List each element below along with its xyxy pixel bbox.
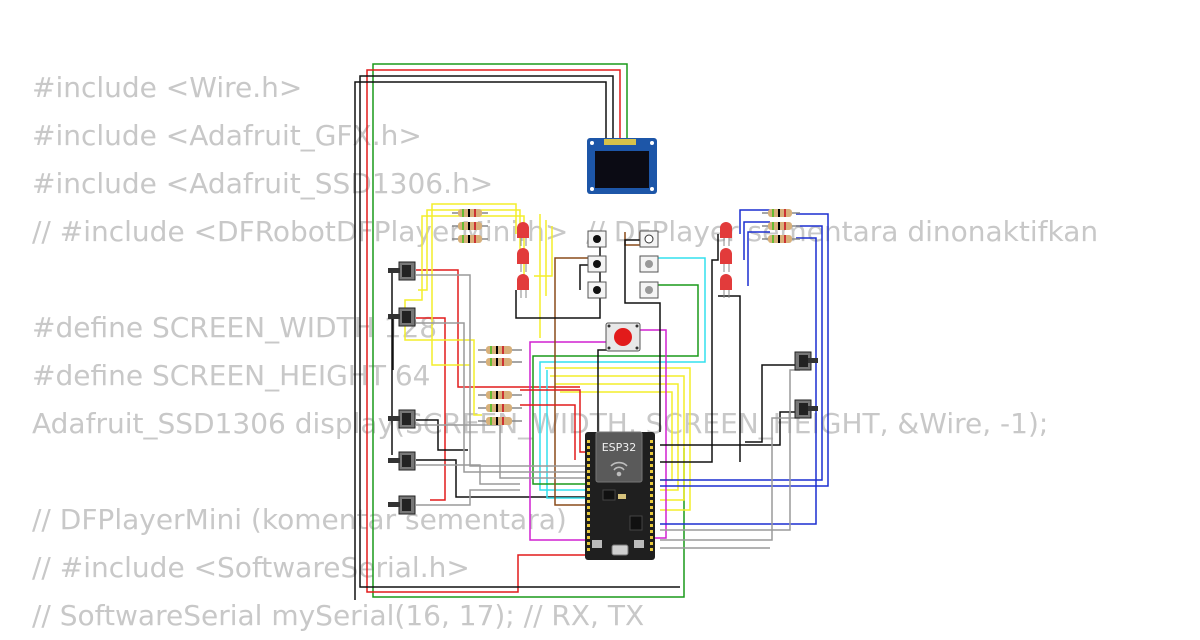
wire-gray [416,322,588,473]
code-line: #include <Adafruit_GFX.h> [32,119,422,152]
push-buttons[interactable] [587,230,659,352]
esp32-label: ESP32 [602,441,637,454]
wire-gray [416,424,588,479]
code-line: // SoftwareSerial mySerial(16, 17); // R… [32,599,645,632]
wire-black [354,81,607,600]
wire-red [416,269,580,388]
wires [354,63,829,600]
wire-black [718,295,741,462]
resistor [478,404,522,412]
wire-gray [660,417,800,541]
push-button[interactable] [587,230,607,248]
led-red [517,274,529,298]
code-line: #include <Adafruit_SSD1306.h> [32,167,494,200]
wire-cyan [539,257,706,491]
wire-gray [416,464,520,485]
resistor [452,222,488,230]
push-button[interactable] [639,230,659,248]
wire-black [416,419,468,451]
wire-blue [660,237,817,525]
led-red [720,222,732,246]
wire-black [416,459,586,498]
wire-black [660,411,796,446]
resistor [762,222,800,230]
wire-red [416,317,446,501]
push-button[interactable] [587,281,607,299]
code-line: #include <Wire.h> [32,71,303,104]
resistor [762,209,800,217]
resistor [452,235,488,243]
wire-black [624,239,661,432]
wire-blue [743,221,770,260]
slide-switch[interactable] [388,495,416,515]
wire-red [520,404,576,460]
code-line: #define SCREEN_WIDTH 128 [32,311,438,344]
resistor [762,235,800,243]
slide-switch[interactable] [388,307,416,327]
wire-yellow [534,226,553,277]
slide-switch[interactable] [388,261,416,281]
resistors [452,209,800,425]
wire-yellow [404,215,525,416]
wire-gray [660,369,800,531]
push-button[interactable] [639,255,659,273]
slide-switch[interactable] [794,351,818,371]
wire-yellow [545,367,691,511]
slide-switch[interactable] [794,399,818,419]
led-red [720,274,732,298]
resistor [478,391,522,399]
pin-header-right [650,440,653,551]
wire-gray [416,489,520,506]
slide-switch[interactable] [388,409,416,429]
wire-green [532,284,699,485]
resistor [452,209,488,217]
led-red [720,248,732,272]
wire-gray [416,274,588,467]
wire-yellow [550,375,685,501]
wire-blue [660,213,829,487]
resistor [478,417,522,425]
led-red [517,248,529,272]
wire-yellow [431,203,517,366]
resistor [478,358,522,366]
wire-black [745,364,796,443]
wire-blue [747,231,770,286]
slide-switches[interactable] [388,261,818,515]
wire-red [520,389,588,453]
wire-green [372,63,685,598]
wire-black [359,75,680,588]
push-button[interactable] [587,255,607,273]
leds [517,222,732,298]
code-line: // DFPlayerMini (komentar sementara) [32,503,567,536]
big-red-button[interactable] [605,322,641,352]
code-line: // #include <SoftwareSerial.h> [32,551,470,584]
pin-header-left [587,440,590,551]
resistor [478,346,522,354]
wire-brown [554,257,588,506]
wire-brown [624,232,641,246]
esp32-board[interactable]: ESP32 [585,431,655,560]
wire-red [366,69,621,593]
wire-blue [660,225,823,481]
wire-black [660,234,719,463]
slide-switch[interactable] [388,451,416,471]
wire-magenta [529,341,606,541]
code-line: #define SCREEN_HEIGHT 64 [32,359,431,392]
wire-blue [739,209,770,234]
wire-cyan [546,370,588,499]
led-red [517,222,529,246]
wifi-icon [610,461,628,477]
wire-black [515,239,606,319]
wire-yellow [555,383,679,491]
push-button[interactable] [639,281,659,299]
oled-display[interactable] [587,138,657,194]
